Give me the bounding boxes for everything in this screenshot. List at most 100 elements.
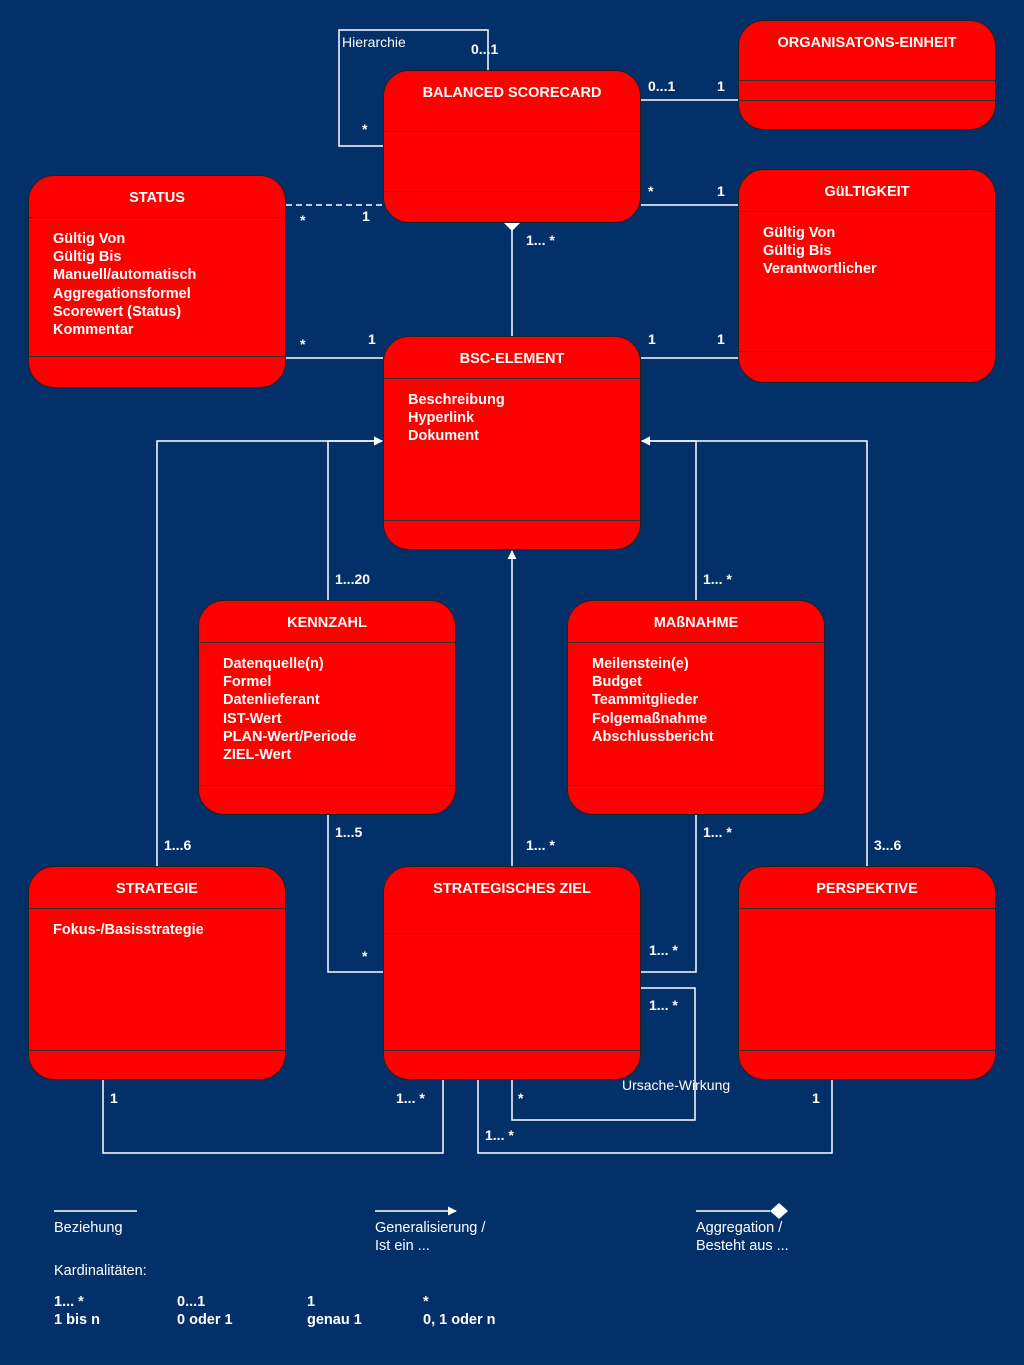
- separator: [739, 211, 995, 212]
- attribute-item: Scorewert (Status): [53, 303, 182, 320]
- attribute-item: Hyperlink: [408, 410, 475, 427]
- multiplicity-label: 1: [812, 1090, 820, 1106]
- box-title: PERSPEKTIVE: [816, 881, 918, 897]
- separator: [384, 378, 640, 379]
- multiplicity-label: 0...1: [471, 41, 499, 57]
- box-strategie: STRATEGIE Fokus-/Basisstrategie: [28, 866, 286, 1080]
- legend-line: Ist ein ...: [375, 1238, 430, 1254]
- attribute-item: Aggregationsformel: [53, 285, 191, 302]
- separator: [384, 1050, 640, 1051]
- legend-line: Aggregation /: [696, 1220, 783, 1236]
- multiplicity-label: 1... *: [703, 824, 732, 840]
- attribute-item: Gültig Von: [763, 225, 836, 241]
- legend-aggregation-diamond: [770, 1203, 788, 1219]
- separator: [29, 908, 285, 909]
- multiplicity-label: 1: [717, 331, 725, 347]
- box-title: STATUS: [129, 190, 185, 206]
- attribute-item: Abschlussbericht: [592, 728, 714, 745]
- legend-generalisierung: Generalisierung / Ist ein ...: [375, 1219, 485, 1255]
- multiplicity-label: *: [300, 212, 306, 228]
- separator: [199, 785, 455, 786]
- separator: [739, 351, 995, 352]
- box-title: STRATEGIE: [116, 881, 198, 897]
- attribute-item: Meilenstein(e): [592, 656, 689, 672]
- box-title: MAßNAHME: [653, 615, 739, 631]
- attribute-item: Gültig Von: [53, 231, 126, 247]
- cardinality-description: 0, 1 oder n: [423, 1312, 496, 1328]
- hierarchy-loop-line: [338, 29, 489, 147]
- cardinality-entry: 1... * 1 bis n: [54, 1293, 100, 1329]
- kennzahl-ziel-line: [327, 815, 383, 973]
- legend-aggregation: Aggregation / Besteht aus ...: [696, 1219, 789, 1255]
- legend-kardinalitaeten: Kardinalitäten:: [54, 1263, 147, 1279]
- attribute-item: IST-Wert: [223, 710, 282, 727]
- box-title: BSC-ELEMENT: [459, 351, 565, 367]
- multiplicity-label: 3...6: [874, 837, 902, 853]
- multiplicity-label: 1... *: [526, 232, 555, 248]
- attribute-item: Dokument: [408, 428, 479, 445]
- multiplicity-label: 1: [368, 331, 376, 347]
- kennzahl-generalisation-line: [327, 436, 383, 600]
- separator: [568, 642, 824, 643]
- cardinality-entry: * 0, 1 oder n: [423, 1293, 496, 1329]
- separator: [29, 1050, 285, 1051]
- separator: [29, 217, 285, 218]
- attribute-item: Manuell/automatisch: [53, 267, 197, 284]
- ursache-wirkung-label: Ursache-Wirkung: [622, 1077, 731, 1093]
- separator: [384, 131, 640, 132]
- box-perspektive: PERSPEKTIVE: [738, 866, 996, 1080]
- attribute-item: Gültig Bis: [53, 249, 122, 266]
- legend-line: Generalisierung /: [375, 1220, 486, 1236]
- attribute-item: ZIEL-Wert: [223, 747, 292, 764]
- box-title: BALANCED SCORECARD: [422, 85, 602, 101]
- attribute-item: Budget: [592, 674, 642, 691]
- cardinality-entry: 1 genau 1: [307, 1293, 362, 1329]
- multiplicity-label: *: [518, 1090, 524, 1106]
- multiplicity-label: 1: [362, 208, 370, 224]
- box-title: ORGANISATONS-EINHEIT: [777, 35, 957, 51]
- multiplicity-label: 1...6: [164, 837, 192, 853]
- attribute-item: Verantwortlicher: [763, 261, 877, 278]
- multiplicity-label: *: [362, 121, 368, 137]
- separator: [739, 908, 995, 909]
- separator: [29, 356, 285, 357]
- massnahme-generalisation-line: [641, 436, 697, 600]
- attribute-item: Kommentar: [53, 322, 134, 339]
- multiplicity-label: 1... *: [649, 942, 678, 958]
- attribute-item: Folgemaßnahme: [592, 710, 708, 727]
- separator: [739, 80, 995, 81]
- multiplicity-label: 1... *: [703, 571, 732, 587]
- box-title: GüLTIGKEIT: [824, 184, 910, 200]
- cardinality-symbol: *: [423, 1294, 429, 1310]
- cardinality-description: 1 bis n: [54, 1312, 100, 1328]
- strategie-ziel-line: [102, 1080, 444, 1154]
- perspektive-generalisation-line: [641, 436, 868, 866]
- cardinality-entry: 0...1 0 oder 1: [177, 1293, 233, 1329]
- perspektive-ziel-line: [477, 1080, 833, 1154]
- attribute-item: PLAN-Wert/Periode: [223, 728, 357, 745]
- multiplicity-label: *: [300, 336, 306, 352]
- cardinality-description: 0 oder 1: [177, 1312, 233, 1328]
- cardinality-symbol: 1... *: [54, 1294, 84, 1310]
- separator: [739, 1050, 995, 1051]
- separator: [199, 642, 455, 643]
- multiplicity-label: 1... *: [396, 1090, 425, 1106]
- multiplicity-label: *: [648, 183, 654, 199]
- box-strategisches-ziel: STRATEGISCHES ZIEL: [383, 866, 641, 1080]
- cardinality-symbol: 0...1: [177, 1294, 206, 1310]
- box-balanced-scorecard: BALANCED SCORECARD: [383, 70, 641, 223]
- box-title: STRATEGISCHES ZIEL: [433, 881, 591, 897]
- strategie-generalisation-line: [156, 436, 383, 866]
- separator: [739, 100, 995, 101]
- multiplicity-label: 1...20: [335, 571, 371, 587]
- attribute-item: Beschreibung: [408, 392, 505, 408]
